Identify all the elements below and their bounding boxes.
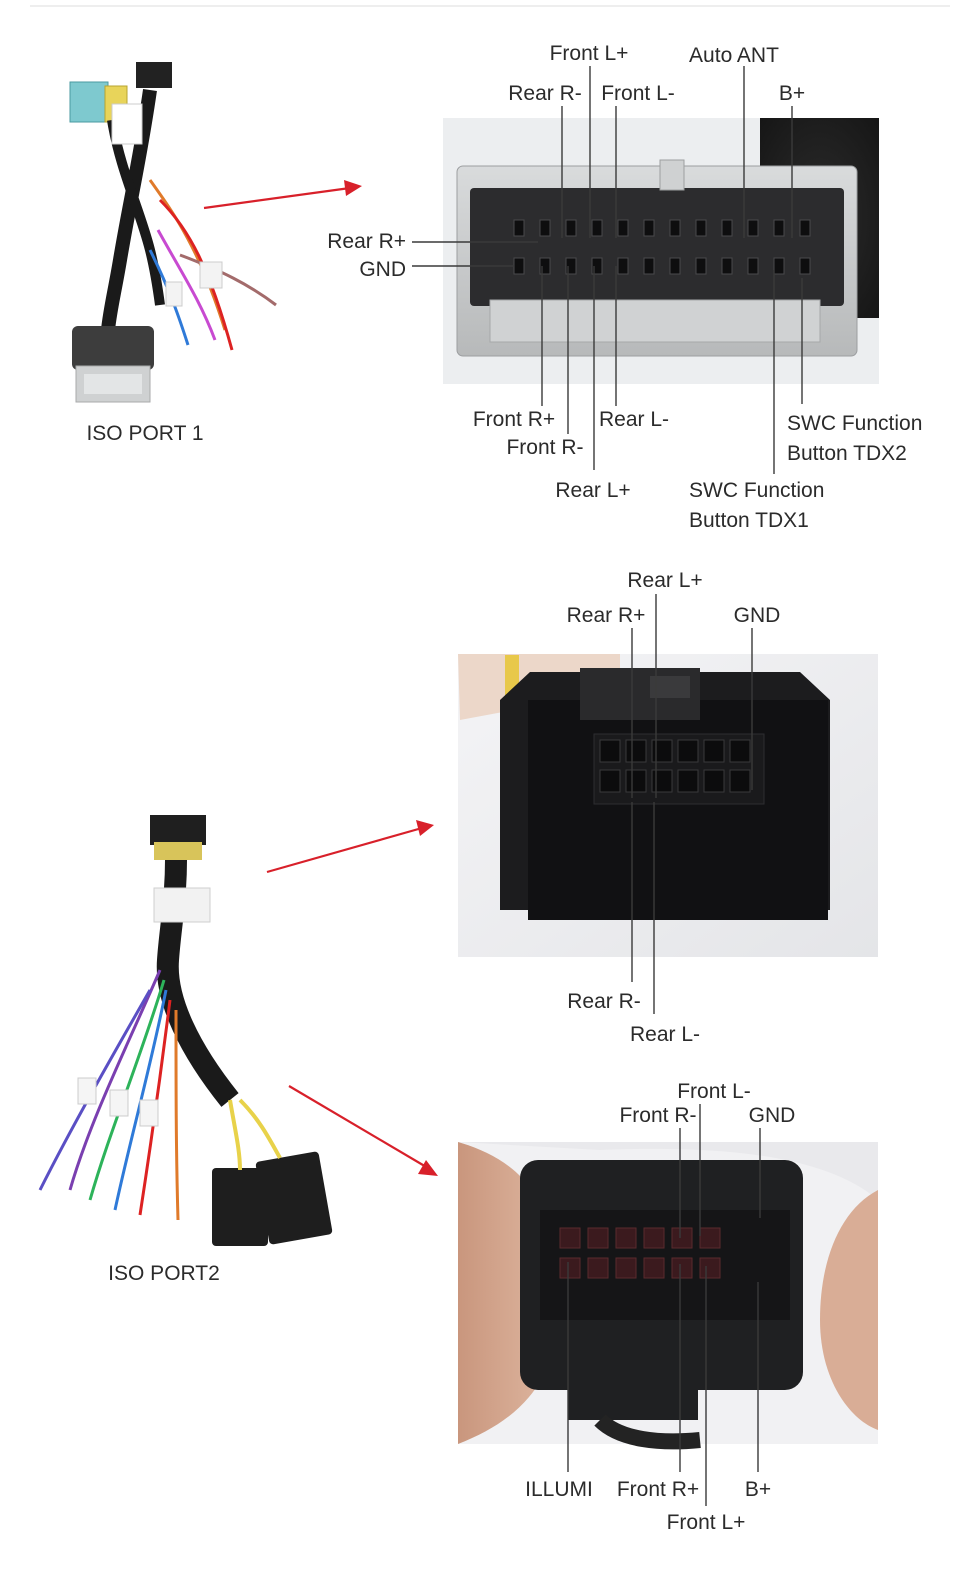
label-rear-r-minus: Rear R- (508, 82, 582, 105)
label-gnd: GND (359, 258, 406, 281)
port2b-pin-grid (559, 1227, 721, 1279)
pin-socket (565, 257, 577, 275)
label-a-rear-l-plus: Rear L+ (627, 569, 702, 592)
pin-socket (729, 739, 751, 763)
pin-socket (599, 739, 621, 763)
pin-socket (559, 1257, 581, 1279)
label-b-illumi: ILLUMI (525, 1478, 593, 1501)
label-b-gnd: GND (749, 1104, 796, 1127)
pin-socket (565, 219, 577, 237)
pin-socket (643, 1257, 665, 1279)
pin-socket (625, 739, 647, 763)
label-a-gnd: GND (734, 604, 781, 627)
label-b-plus: B+ (779, 82, 805, 105)
port2a-pin-grid (599, 739, 751, 793)
pin-socket (513, 257, 525, 275)
pin-socket (599, 769, 621, 793)
label-rear-r-plus: Rear R+ (327, 230, 406, 253)
pin-socket (615, 1227, 637, 1249)
port2a-leader-lines (631, 594, 753, 1014)
pin-socket (703, 769, 725, 793)
pin-socket (799, 219, 811, 237)
label-front-l-plus: Front L+ (550, 42, 629, 65)
pin-socket (559, 1227, 581, 1249)
pin-socket (539, 257, 551, 275)
pin-socket (513, 219, 525, 237)
port2-connector-a-photo (458, 654, 878, 957)
label-a-rear-r-minus: Rear R- (567, 990, 641, 1013)
pin-socket (699, 1227, 721, 1249)
pin-socket (591, 219, 603, 237)
label-front-r-minus: Front R- (506, 436, 583, 459)
pin-socket (591, 257, 603, 275)
pin-socket (651, 769, 673, 793)
pin-socket (799, 257, 811, 275)
pin-socket (625, 769, 647, 793)
port1-connector-photo (443, 118, 879, 384)
pin-socket (747, 257, 759, 275)
pin-socket (721, 257, 733, 275)
label-rear-l-minus: Rear L- (599, 408, 669, 431)
port2a-labels: Rear L+ Rear R+ GND Rear R- Rear L- (567, 569, 781, 1046)
pin-socket (721, 219, 733, 237)
iso-port-1-caption: ISO PORT 1 (86, 422, 203, 445)
pin-socket (747, 219, 759, 237)
pin-socket (587, 1257, 609, 1279)
port2-connector-b-photo (458, 1142, 878, 1450)
pin-socket (773, 257, 785, 275)
pin-socket (671, 1257, 693, 1279)
pin-socket (643, 1227, 665, 1249)
arrow-port2-connector-a (266, 820, 434, 874)
label-auto-ant: Auto ANT (689, 44, 779, 67)
pin-socket (643, 257, 655, 275)
label-rear-l-plus: Rear L+ (555, 479, 630, 502)
label-a-rear-r-plus: Rear R+ (567, 604, 646, 627)
label-front-r-plus: Front R+ (473, 408, 555, 431)
pin-socket (695, 219, 707, 237)
label-b-front-r-minus: Front R- (619, 1104, 696, 1127)
pin-socket (643, 219, 655, 237)
pin-socket (617, 257, 629, 275)
pin-socket (669, 219, 681, 237)
port2b-leader-lines (567, 1104, 761, 1506)
label-swc-tdx1-line1: SWC Function (689, 479, 824, 502)
label-b-front-l-plus: Front L+ (667, 1511, 746, 1534)
label-swc-tdx2-line1: SWC Function (787, 412, 922, 435)
harness-2-illustration (38, 815, 333, 1246)
port2b-labels: Front L- Front R- GND ILLUMI Front R+ B+… (525, 1080, 795, 1534)
label-swc-tdx1-line2: Button TDX1 (689, 509, 809, 532)
pin-socket (695, 257, 707, 275)
pin-socket (669, 257, 681, 275)
arrow-port2-connector-b (288, 1085, 438, 1176)
label-b-front-r-plus: Front R+ (617, 1478, 699, 1501)
iso-port-2-caption: ISO PORT2 (108, 1262, 220, 1285)
arrow-port1 (203, 180, 362, 210)
pin-socket (729, 769, 751, 793)
label-swc-tdx2-line2: Button TDX2 (787, 442, 907, 465)
pin-socket (703, 739, 725, 763)
pin-socket (677, 739, 699, 763)
label-a-rear-l-minus: Rear L- (630, 1023, 700, 1046)
pin-socket (773, 219, 785, 237)
port1-labels: Front L+ Auto ANT Rear R- Front L- B+ Re… (327, 42, 922, 532)
pin-socket (617, 219, 629, 237)
harness-1-illustration (69, 62, 277, 403)
pin-socket (699, 1257, 721, 1279)
label-b-b-plus: B+ (745, 1478, 771, 1501)
pin-socket (671, 1227, 693, 1249)
pin-socket (539, 219, 551, 237)
label-front-l-minus: Front L- (601, 82, 675, 105)
pin-socket (677, 769, 699, 793)
label-b-front-l-minus: Front L- (677, 1080, 751, 1103)
port1-leader-lines (412, 66, 803, 474)
pin-socket (587, 1227, 609, 1249)
pin-socket (615, 1257, 637, 1279)
pin-socket (651, 739, 673, 763)
